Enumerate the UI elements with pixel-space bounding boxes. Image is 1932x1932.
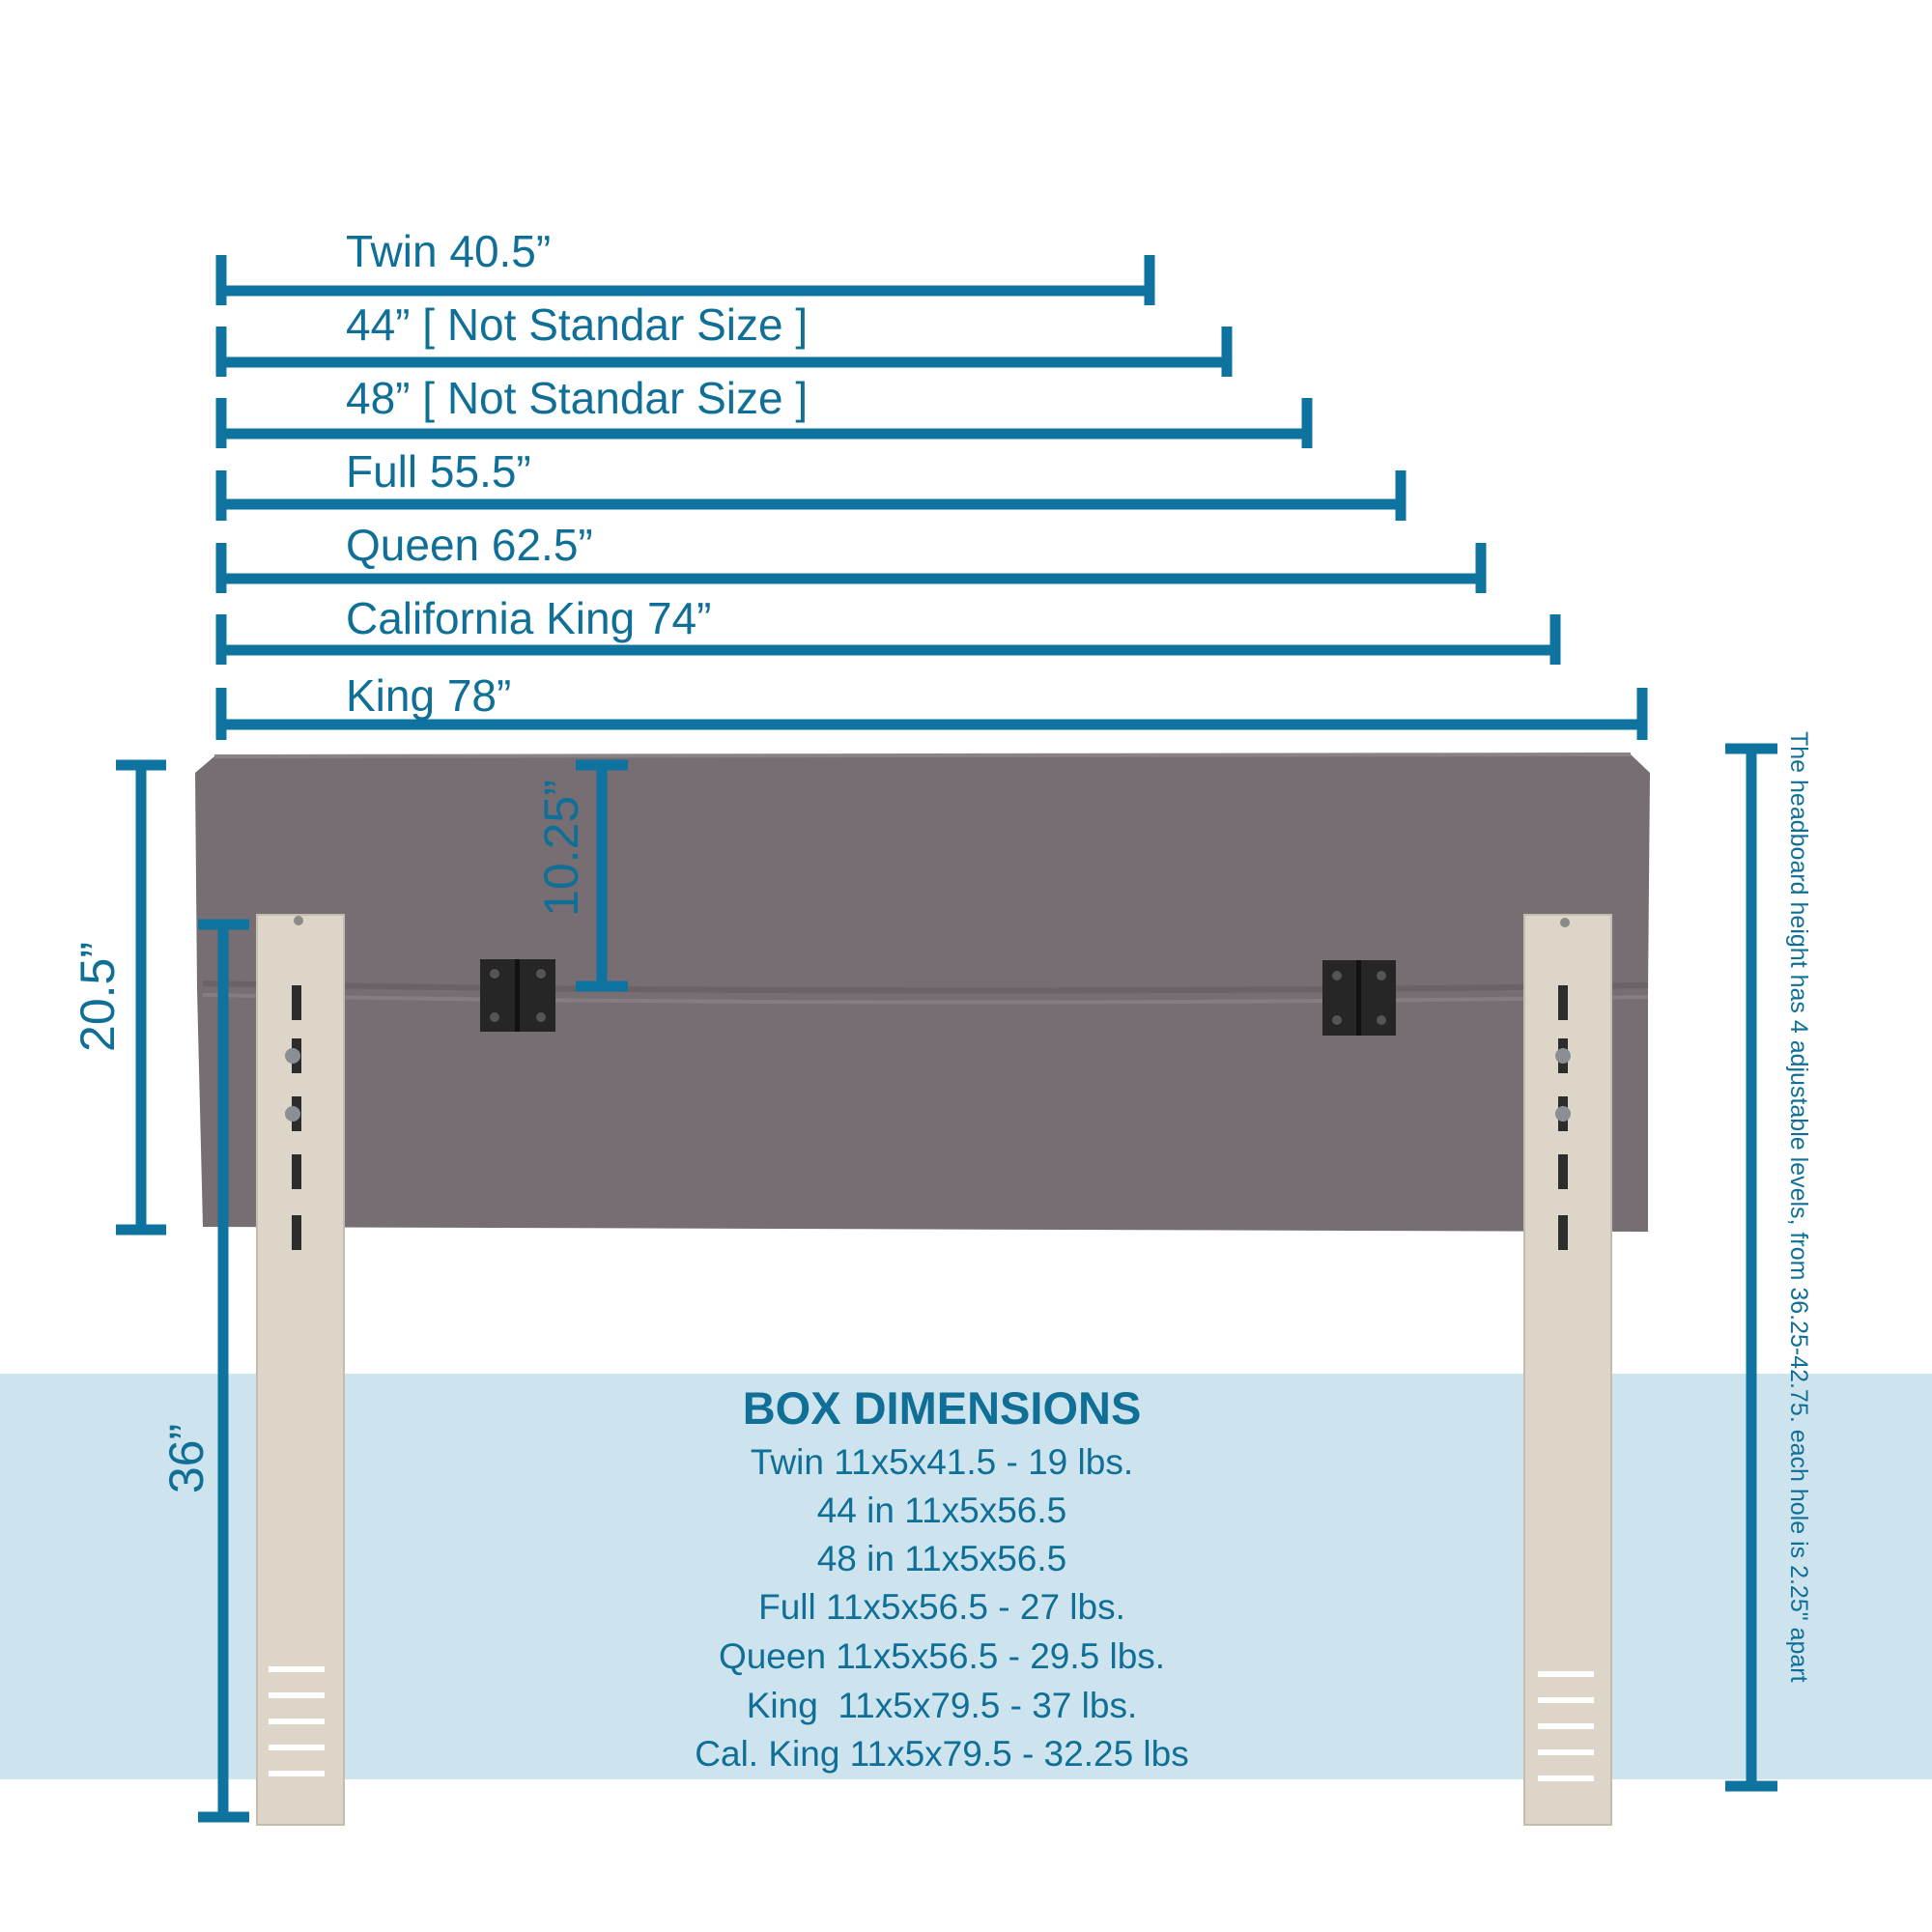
dim-leg-height: 36” (159, 919, 249, 1823)
width-label-48: 48” [ Not Standar Size ] (346, 373, 808, 423)
headboard-panel (195, 753, 1650, 1232)
dim-top-to-hinge: 10.25” (534, 759, 628, 992)
box-line-king: King 11x5x79.5 - 37 lbs. (747, 1686, 1138, 1725)
dim-panel-height: 20.5” (71, 759, 166, 1236)
dim-label-panel-height: 20.5” (71, 942, 125, 1052)
dim-adjustable-range (1725, 743, 1777, 1792)
hinge-left (480, 959, 555, 1032)
width-bars: Twin 40.5” 44” [ Not Standar Size ] 48” … (215, 226, 1648, 740)
width-label-california-king: California King 74” (346, 593, 711, 643)
width-bar-california-king: California King 74” (215, 593, 1561, 665)
box-line-44: 44 in 11x5x56.5 (817, 1491, 1067, 1530)
width-bar-44: 44” [ Not Standar Size ] (215, 299, 1233, 377)
width-label-44: 44” [ Not Standar Size ] (346, 299, 808, 350)
hinge-right (1322, 960, 1396, 1036)
dim-label-top-to-hinge: 10.25” (534, 780, 588, 917)
box-line-48: 48 in 11x5x56.5 (817, 1539, 1067, 1578)
box-line-full: Full 11x5x56.5 - 27 lbs. (758, 1587, 1125, 1627)
width-bar-twin: Twin 40.5” (215, 226, 1155, 305)
box-line-cal-king: Cal. King 11x5x79.5 - 32.25 lbs (695, 1734, 1188, 1774)
width-bar-king: King 78” (215, 670, 1648, 740)
box-line-twin: Twin 11x5x41.5 - 19 lbs. (751, 1442, 1133, 1482)
width-bar-queen: Queen 62.5” (215, 520, 1487, 593)
box-line-queen: Queen 11x5x56.5 - 29.5 lbs. (719, 1636, 1165, 1676)
dim-label-leg-height: 36” (159, 1424, 213, 1493)
leg-right (1523, 914, 1612, 1826)
leg-left (256, 914, 345, 1826)
width-label-full: Full 55.5” (346, 446, 531, 497)
width-bar-full: Full 55.5” (215, 446, 1406, 521)
width-label-king: King 78” (346, 670, 511, 721)
width-label-queen: Queen 62.5” (346, 520, 593, 570)
width-bar-48: 48” [ Not Standar Size ] (215, 373, 1313, 448)
width-label-twin: Twin 40.5” (346, 226, 551, 276)
box-dimensions: BOX DIMENSIONS Twin 11x5x41.5 - 19 lbs. … (695, 1382, 1188, 1774)
box-dimensions-title: BOX DIMENSIONS (743, 1382, 1142, 1434)
side-note: The headboard height has 4 adjustable le… (1785, 731, 1812, 1683)
